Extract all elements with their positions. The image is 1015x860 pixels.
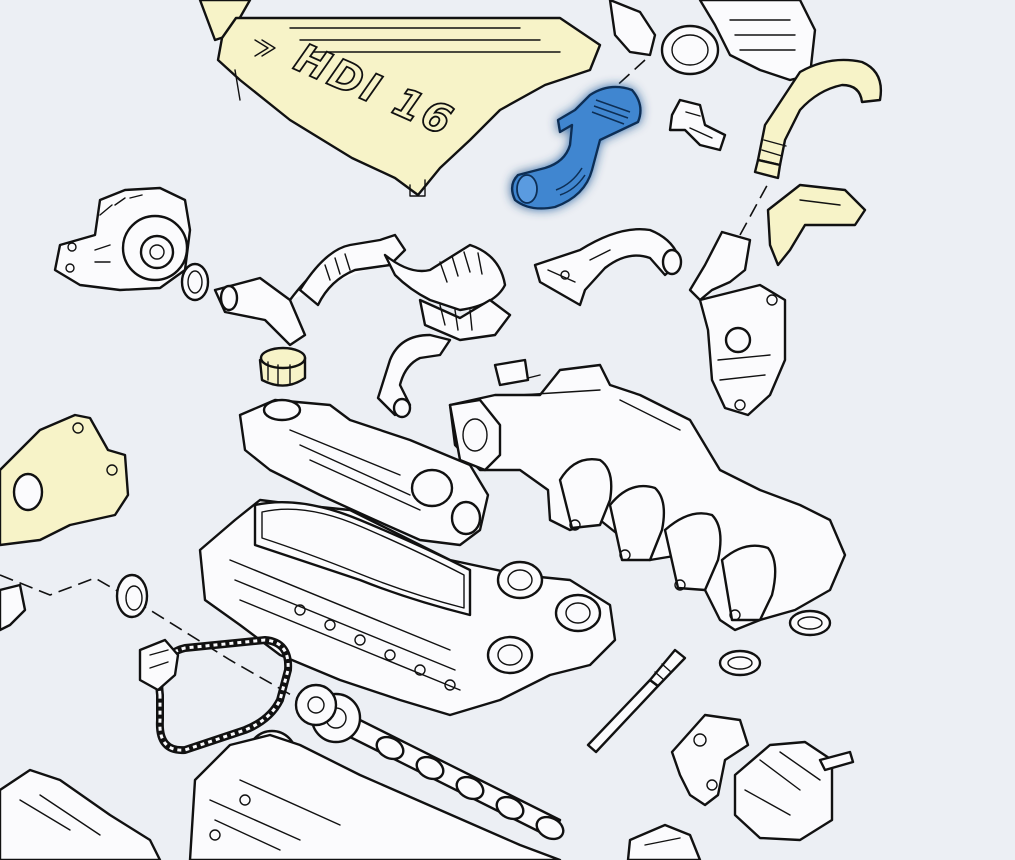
sensor-bracket: [626, 823, 702, 860]
cover-logo-icon: [254, 39, 276, 57]
water-pump: [53, 186, 192, 292]
timing-cover: [0, 413, 130, 547]
intake-manifold: [448, 358, 847, 632]
manifold-seal: [718, 609, 832, 677]
camshaft-upper: [310, 692, 565, 841]
egr-valve: [688, 230, 787, 417]
turbo-intake-elbow: [753, 58, 883, 180]
intake-hose-body: [510, 85, 642, 210]
coolant-hose-assembly: [213, 233, 512, 419]
cylinder-block-corner: [0, 768, 162, 860]
oil-filler-cap: [258, 346, 307, 387]
highlighted-intake-hose: [510, 85, 642, 210]
timing-cover-lower: [0, 583, 27, 632]
fuel-filter-housing: [733, 740, 855, 842]
o-ring-seal: [180, 262, 210, 302]
support-bracket: [766, 183, 867, 267]
egr-pipe: [533, 228, 683, 307]
cylinder-head: [188, 733, 562, 860]
mounting-bracket: [668, 98, 727, 152]
camshaft-seal: [115, 573, 149, 619]
engine-cover: HDI 16: [198, 0, 602, 197]
cylinder-head-cover: [238, 398, 490, 547]
fuel-pump-bracket: [670, 713, 750, 807]
camshaft-sprocket: [294, 683, 338, 727]
throttle-body: [608, 0, 817, 82]
chain-tensioner: [138, 638, 180, 692]
camshaft-carrier: [198, 498, 617, 717]
glow-plug: [586, 648, 687, 754]
